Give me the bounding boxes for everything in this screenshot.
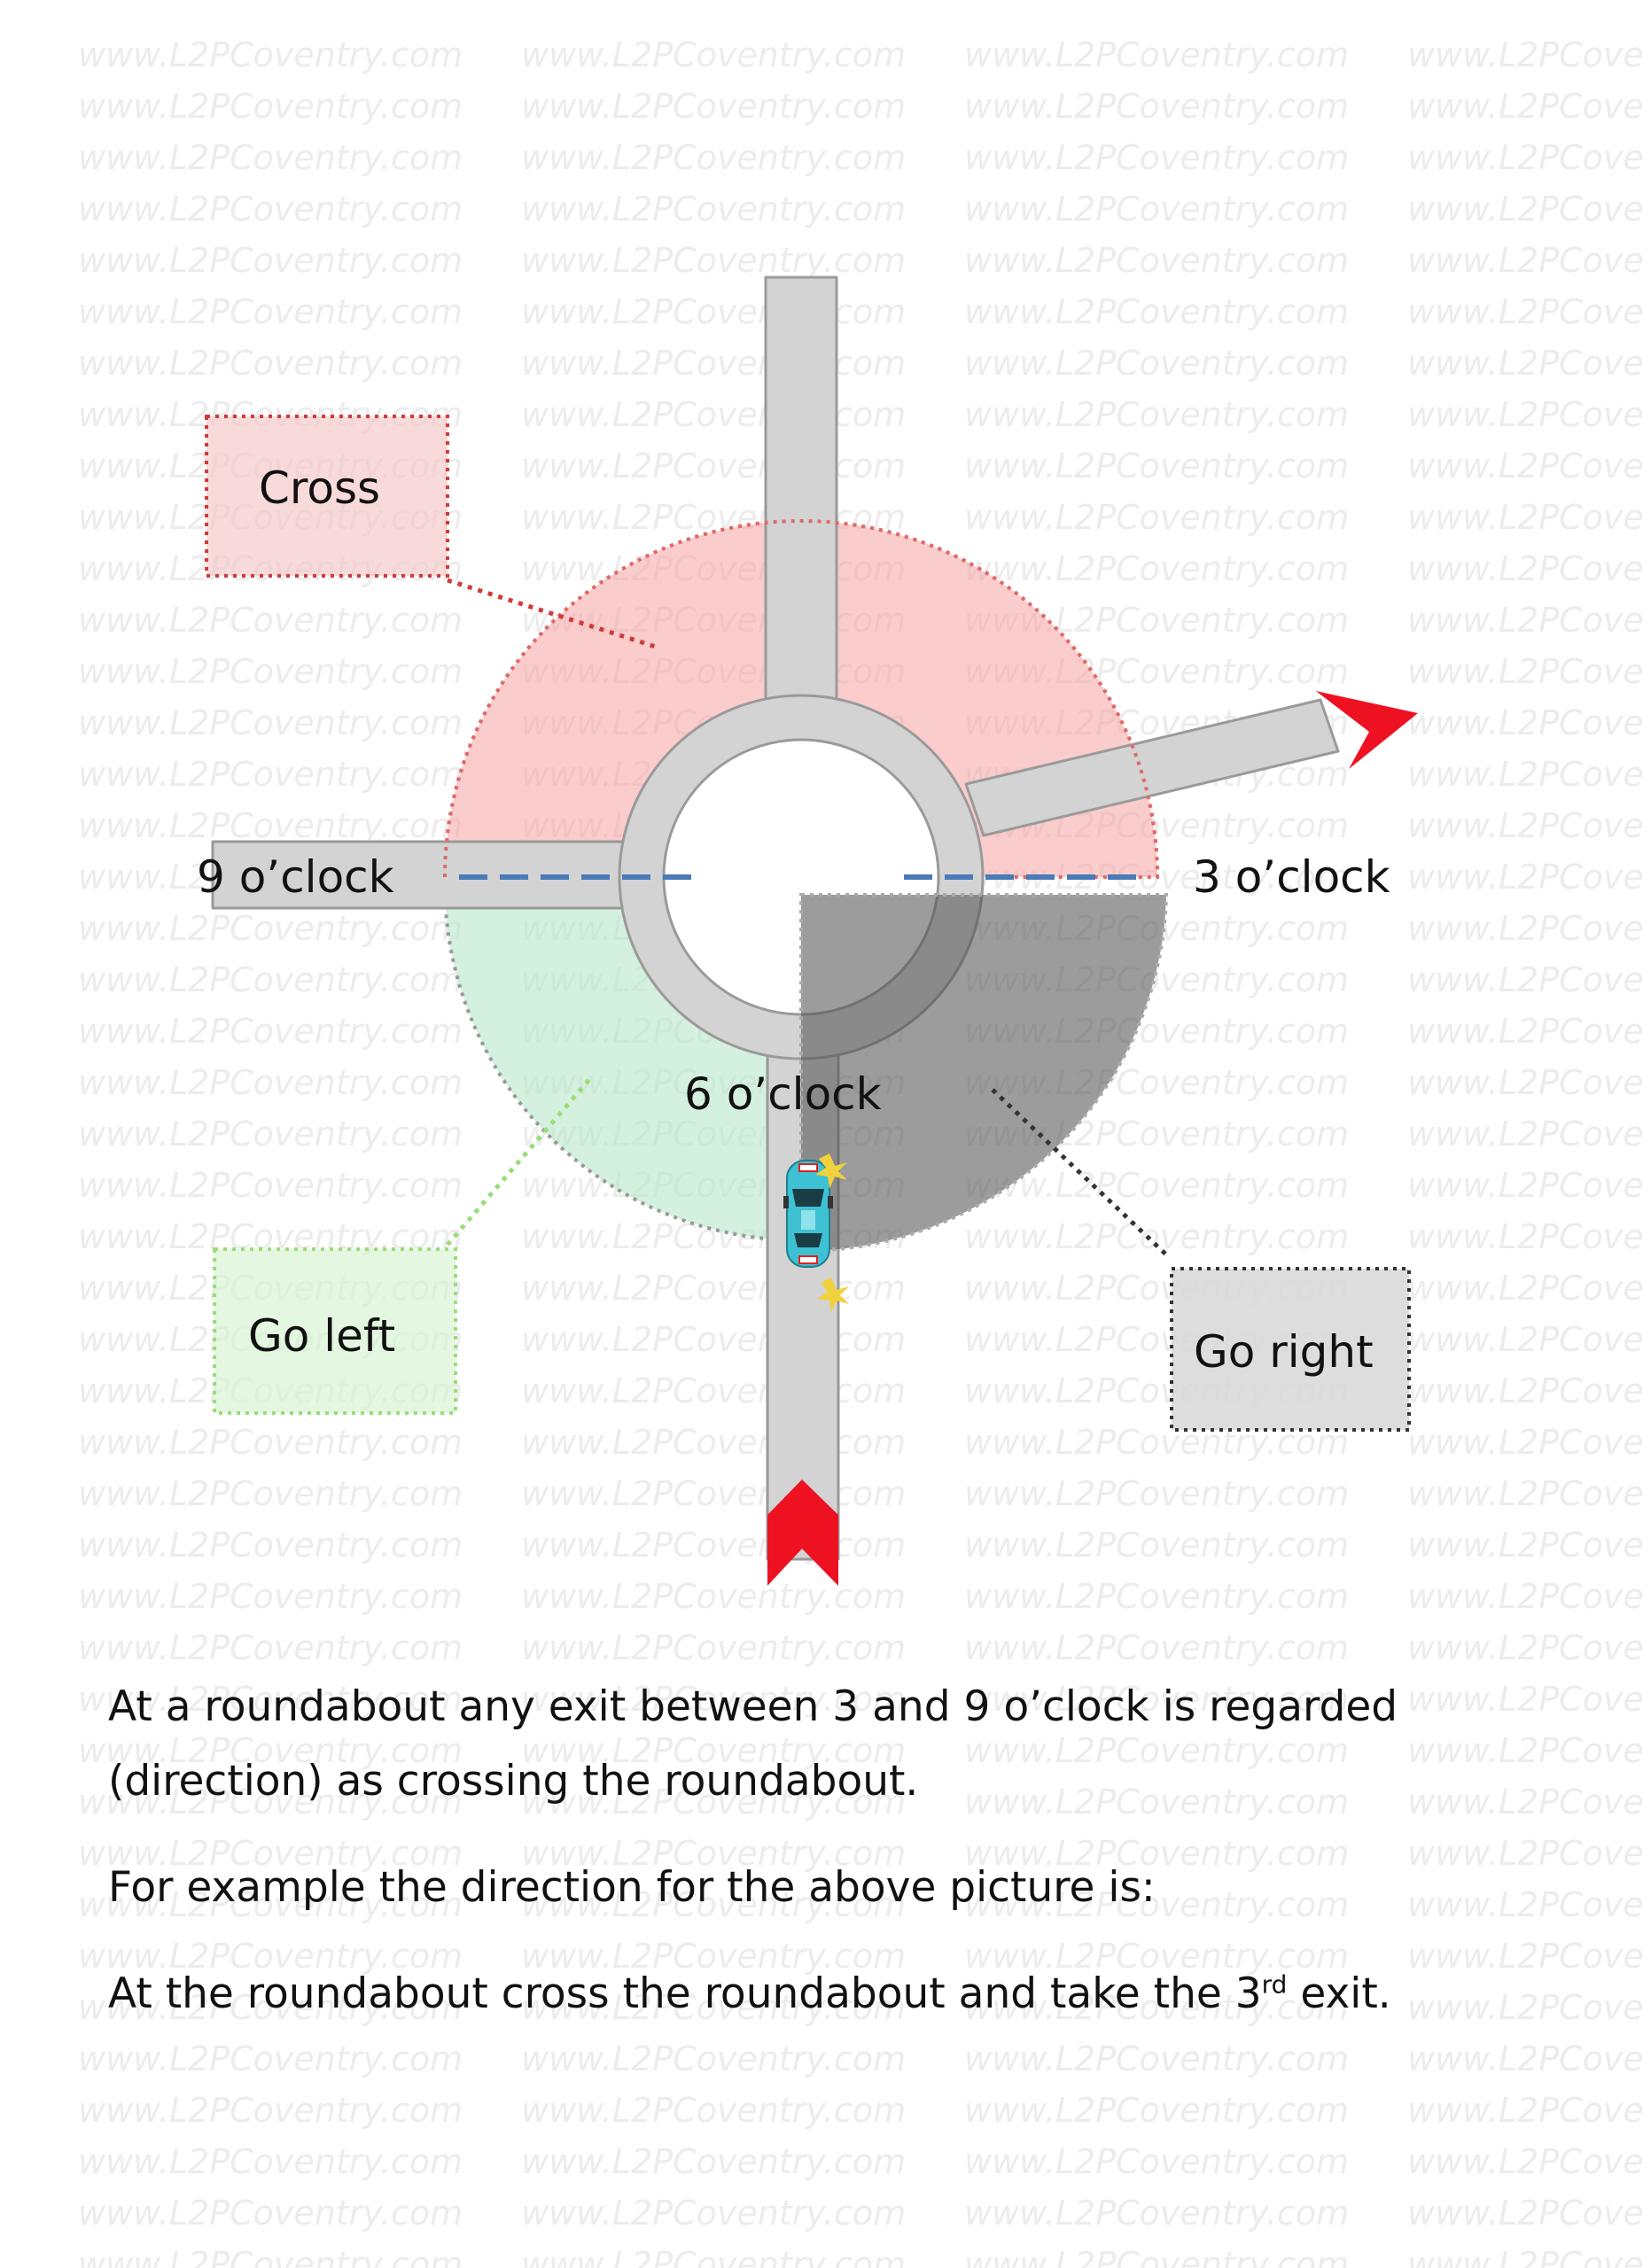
go-left-callout-box	[213, 1247, 457, 1415]
explanation-paragraph-3-main: At the roundabout cross the roundabout a…	[108, 1969, 1262, 2018]
go-right-callout-box	[1170, 1267, 1411, 1432]
go-right-callout-leader	[991, 1088, 1172, 1260]
watermark-text: www.L2PCoventry.com	[521, 1628, 907, 1667]
watermark-text: www.L2PCoventry.com	[78, 2194, 463, 2233]
watermark-row: www.L2PCoventry.com www.L2PCoventry.com ww…	[0, 2194, 1643, 2245]
roundabout-diagram: 9 o’clock 3 o’clock 6 o’clock Cross Go l…	[197, 276, 1418, 1586]
watermark-text: www.L2PCoventry.com	[1407, 1628, 1643, 1667]
indicator-flash-icon	[815, 1153, 847, 1189]
cross-zone-outline	[443, 519, 1159, 878]
ordinal-suffix: rd	[1261, 1969, 1288, 2000]
six-oclock-label: 6 o’clock	[684, 1068, 882, 1120]
car-icon	[783, 1160, 833, 1268]
watermark-text: www.L2PCoventry.com	[521, 2091, 907, 2130]
go-right-label: Go right	[1194, 1326, 1374, 1378]
explanation-paragraph-3: At the roundabout cross the roundabout a…	[108, 1957, 1544, 2031]
east-exit-road	[964, 698, 1340, 837]
watermark-text: www.L2PCoventry.com	[1407, 2194, 1643, 2233]
entry-arrow-tail	[767, 1480, 838, 1586]
watermark-text: www.L2PCoventry.com	[78, 2091, 463, 2130]
north-road	[764, 276, 838, 740]
explanation-paragraph-2: For example the direction for the above …	[108, 1863, 1156, 1912]
indicator-flash-icon	[817, 1278, 849, 1313]
watermark-text: www.L2PCoventry.com	[1407, 2245, 1643, 2268]
nine-oclock-label: 9 o’clock	[197, 851, 394, 903]
watermark-text: www.L2PCoventry.com	[78, 1628, 463, 1667]
watermark-text: www.L2PCoventry.com	[78, 2245, 463, 2268]
watermark-row: www.L2PCoventry.com www.L2PCoventry.com ww…	[0, 2245, 1643, 2268]
explanation-paragraph-1: At a roundabout any exit between 3 and 9…	[108, 1682, 1398, 1806]
go-left-label: Go left	[248, 1310, 395, 1362]
cross-label: Cross	[259, 462, 380, 514]
explanation-paragraph-3-end: exit.	[1287, 1969, 1391, 2018]
watermark-text: www.L2PCoventry.com	[521, 2194, 907, 2233]
explanation-text: At a roundabout any exit between 3 and 9…	[108, 1670, 1544, 2063]
watermark-text: www.L2PCoventry.com	[964, 2142, 1350, 2181]
watermark-text: www.L2PCoventry.com	[521, 2245, 907, 2268]
cross-callout-box	[205, 415, 449, 578]
watermark-text: www.L2PCoventry.com	[1407, 2091, 1643, 2130]
watermark-text: www.L2PCoventry.com	[964, 2091, 1350, 2130]
three-oclock-label: 3 o’clock	[1193, 851, 1390, 903]
go-left-callout-leader	[446, 1075, 594, 1247]
watermark-text: www.L2PCoventry.com	[1407, 2142, 1643, 2181]
watermark-row: www.L2PCoventry.com www.L2PCoventry.com ww…	[0, 2142, 1643, 2194]
cross-callout-leader	[447, 578, 657, 649]
watermark-text: www.L2PCoventry.com	[521, 2142, 907, 2181]
watermark-text: www.L2PCoventry.com	[964, 2245, 1350, 2268]
exit-arrow-head	[1316, 691, 1418, 769]
watermark-row: www.L2PCoventry.com www.L2PCoventry.com ww…	[0, 2091, 1643, 2142]
watermark-text: www.L2PCoventry.com	[78, 2142, 463, 2181]
watermark-text: www.L2PCoventry.com	[964, 2194, 1350, 2233]
watermark-text: www.L2PCoventry.com	[964, 1628, 1350, 1667]
